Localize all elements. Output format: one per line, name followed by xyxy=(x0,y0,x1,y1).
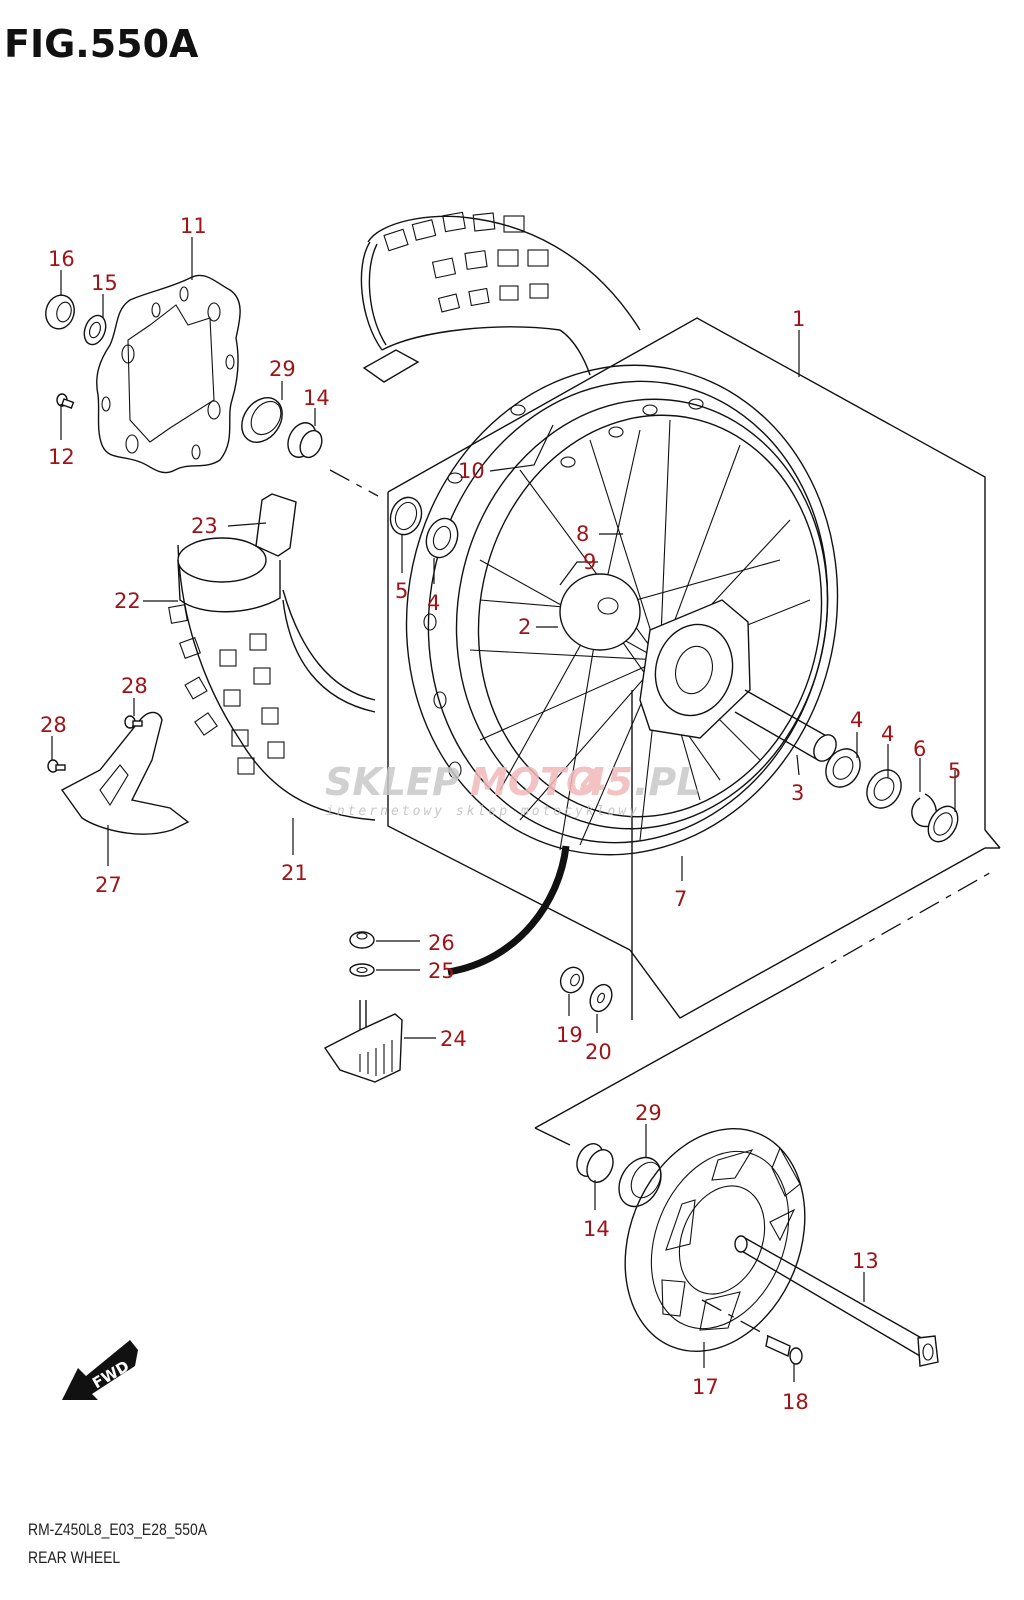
dust-seal-left xyxy=(241,397,283,443)
callout-1[interactable]: 1 xyxy=(792,307,805,331)
lower-guide-lines xyxy=(534,869,996,1146)
figure-code: RM-Z450L8_E03_E28_550A xyxy=(28,1520,208,1539)
callout-15[interactable]: 15 xyxy=(91,271,118,295)
callout-29-right[interactable]: 29 xyxy=(635,1101,662,1125)
tire-tread-section xyxy=(360,211,641,383)
callout-23[interactable]: 23 xyxy=(191,514,218,538)
callout-labels: 1 2 3 4 4 4 5 5 6 7 8 9 10 11 12 13 14 1… xyxy=(40,214,961,1414)
callout-10[interactable]: 10 xyxy=(458,459,485,483)
cover-bolt-a xyxy=(124,715,143,729)
figure-title: FIG.550A xyxy=(4,22,199,66)
hub xyxy=(559,573,751,739)
callout-20[interactable]: 20 xyxy=(585,1040,612,1064)
callout-9[interactable]: 9 xyxy=(583,550,596,574)
callout-28-b[interactable]: 28 xyxy=(40,713,67,737)
spacer xyxy=(734,689,837,762)
callout-6[interactable]: 6 xyxy=(913,737,926,761)
watermark-part2: MOTO xyxy=(470,760,598,804)
rim-lock-washer xyxy=(349,963,375,977)
rim-lock-nut xyxy=(349,931,375,949)
right-side-bearings xyxy=(825,748,959,843)
callout-16[interactable]: 16 xyxy=(48,247,75,271)
washer xyxy=(83,314,107,346)
forward-arrow-icon: FWD xyxy=(62,1340,138,1400)
callout-22[interactable]: 22 xyxy=(114,589,141,613)
callout-14-right[interactable]: 14 xyxy=(583,1217,610,1241)
sprocket xyxy=(624,1128,806,1352)
callout-7[interactable]: 7 xyxy=(674,887,687,911)
callout-2[interactable]: 2 xyxy=(518,615,531,639)
callout-4-left[interactable]: 4 xyxy=(427,591,440,615)
brake-disc xyxy=(96,274,241,474)
rim-lock xyxy=(323,1000,403,1083)
callout-8[interactable]: 8 xyxy=(576,522,589,546)
sprocket-nut xyxy=(559,966,585,994)
callout-24[interactable]: 24 xyxy=(440,1027,467,1051)
axle xyxy=(734,1235,939,1367)
watermark-subtitle: internetowy sklep motocyklowy xyxy=(326,804,640,819)
callout-21[interactable]: 21 xyxy=(281,861,308,885)
collar-left xyxy=(287,422,323,459)
callout-27[interactable]: 27 xyxy=(95,873,122,897)
dust-seal-right xyxy=(618,1156,662,1208)
collar-right xyxy=(576,1143,614,1183)
callout-28-a[interactable]: 28 xyxy=(121,674,148,698)
cover-bolt-b xyxy=(47,759,66,773)
callout-25[interactable]: 25 xyxy=(428,959,455,983)
figure-name: REAR WHEEL xyxy=(28,1548,121,1567)
callout-17[interactable]: 17 xyxy=(692,1375,719,1399)
left-side-seals xyxy=(389,496,459,559)
callout-3[interactable]: 3 xyxy=(791,781,804,805)
callout-26[interactable]: 26 xyxy=(428,931,455,955)
tire-and-tube-cutaway xyxy=(168,493,376,821)
callout-4-right-b[interactable]: 4 xyxy=(881,722,894,746)
watermark: SKLEP MOTO 45 .PL internetowy sklep moto… xyxy=(325,760,701,819)
callout-11[interactable]: 11 xyxy=(180,214,207,238)
assembly-box xyxy=(387,317,1001,1019)
callout-12[interactable]: 12 xyxy=(48,445,75,469)
disc-cover xyxy=(60,711,190,835)
axle-nut xyxy=(45,294,75,330)
sprocket-bolt xyxy=(701,1299,803,1365)
watermark-part4: .PL xyxy=(634,760,701,804)
callout-14-left[interactable]: 14 xyxy=(303,386,330,410)
callout-19[interactable]: 19 xyxy=(556,1023,583,1047)
disc-bolt xyxy=(56,393,75,409)
callout-13[interactable]: 13 xyxy=(852,1249,879,1273)
watermark-part1: SKLEP xyxy=(325,760,460,804)
watermark-part3: 45 xyxy=(579,760,633,804)
callout-29-left[interactable]: 29 xyxy=(269,357,296,381)
leader-lines xyxy=(51,237,956,1382)
wheel xyxy=(405,364,839,1020)
callout-4-right-a[interactable]: 4 xyxy=(850,708,863,732)
callout-5-right[interactable]: 5 xyxy=(948,759,961,783)
callout-5-left[interactable]: 5 xyxy=(395,579,408,603)
sprocket-washer xyxy=(589,983,613,1013)
callout-18[interactable]: 18 xyxy=(782,1390,809,1414)
